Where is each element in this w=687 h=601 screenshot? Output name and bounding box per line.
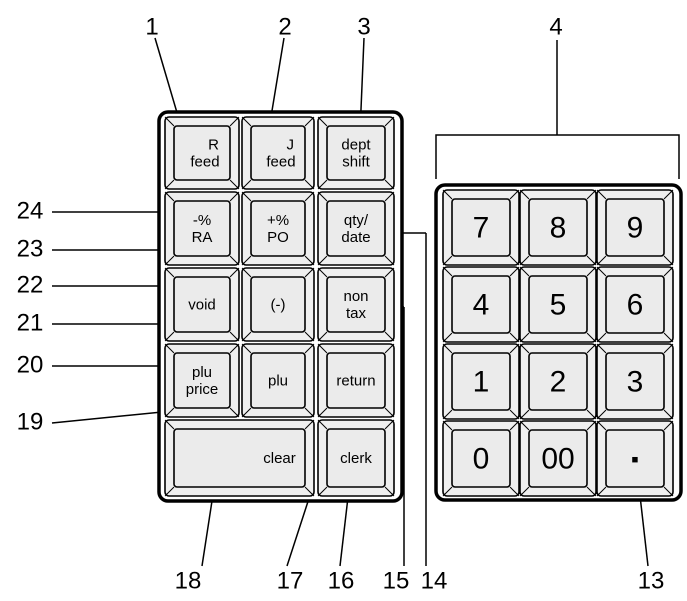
key-label: 2 (550, 365, 567, 398)
key-label: dept (341, 136, 371, 153)
key-label: shift (342, 153, 370, 170)
key-label: feed (190, 153, 219, 170)
key-label: -% (193, 212, 211, 229)
key-5[interactable]: 5 (519, 266, 597, 343)
key-label: 1 (473, 365, 490, 398)
key-void[interactable]: void (164, 267, 240, 342)
callout-16: 16 (328, 567, 355, 594)
key-3[interactable]: 3 (596, 343, 674, 420)
key-label: 3 (627, 365, 644, 398)
key-clerk[interactable]: clerk (317, 419, 395, 497)
key-decimal-point[interactable]: ▪ (596, 420, 674, 497)
key-plu[interactable]: plu (241, 343, 315, 418)
key-7[interactable]: 7 (442, 189, 520, 266)
key-key[interactable]: (-) (241, 267, 315, 342)
key-label: (-) (271, 296, 286, 313)
callout-17: 17 (277, 567, 304, 594)
callout-3: 3 (357, 13, 370, 40)
key-label: ▪ (631, 446, 639, 471)
key-return[interactable]: return (317, 343, 395, 418)
key-label: 8 (550, 211, 567, 244)
key-4[interactable]: 4 (442, 266, 520, 343)
numeric-keypad-bracket (435, 40, 680, 179)
callout-23: 23 (17, 235, 44, 262)
key-label: 5 (550, 288, 567, 321)
key-label: plu (268, 372, 288, 389)
key-6[interactable]: 6 (596, 266, 674, 343)
key-label: void (188, 296, 216, 313)
key-clear[interactable]: clear (164, 419, 315, 497)
key-po[interactable]: +%PO (241, 191, 315, 266)
key-label: 6 (627, 288, 644, 321)
key-label: 7 (473, 211, 490, 244)
callout-4: 4 (549, 13, 562, 40)
callout-15: 15 (383, 567, 410, 594)
key-label: clear (263, 450, 296, 467)
key-label: RA (192, 229, 213, 246)
callout-21: 21 (17, 309, 44, 336)
key-1[interactable]: 1 (442, 343, 520, 420)
callout-2: 2 (278, 13, 291, 40)
key-label: return (336, 372, 375, 389)
callout-22: 22 (17, 271, 44, 298)
key-label: PO (267, 229, 289, 246)
callout-19: 19 (17, 408, 44, 435)
callout-18: 18 (175, 567, 202, 594)
callout-24: 24 (17, 197, 44, 224)
key-label: +% (267, 212, 289, 229)
key-qty-date[interactable]: qty/date (317, 191, 395, 266)
key-label: 0 (473, 442, 490, 475)
callout-14: 14 (421, 567, 448, 594)
key-label: non (343, 288, 368, 305)
key-8[interactable]: 8 (519, 189, 597, 266)
key-label: feed (266, 153, 295, 170)
key-0[interactable]: 0 (442, 420, 520, 497)
key-label: price (186, 381, 219, 398)
key-label: 9 (627, 211, 644, 244)
key-label: R (208, 136, 219, 153)
callout-13: 13 (638, 567, 665, 594)
callout-1: 1 (145, 13, 158, 40)
key-label: J (287, 136, 295, 153)
key-label: clerk (340, 450, 372, 467)
key-label: qty/ (344, 212, 369, 229)
callout-20: 20 (17, 351, 44, 378)
key-label: 00 (541, 442, 574, 475)
key-label: date (341, 229, 370, 246)
key-ra[interactable]: -%RA (164, 191, 240, 266)
key-9[interactable]: 9 (596, 189, 674, 266)
key-label: tax (346, 305, 367, 322)
key-00[interactable]: 00 (519, 420, 597, 497)
key-label: 4 (473, 288, 490, 321)
function-keypad: RfeedJfeeddeptshift-%RA+%POqty/datevoid(… (157, 110, 404, 503)
key-2[interactable]: 2 (519, 343, 597, 420)
key-label: plu (192, 364, 212, 381)
